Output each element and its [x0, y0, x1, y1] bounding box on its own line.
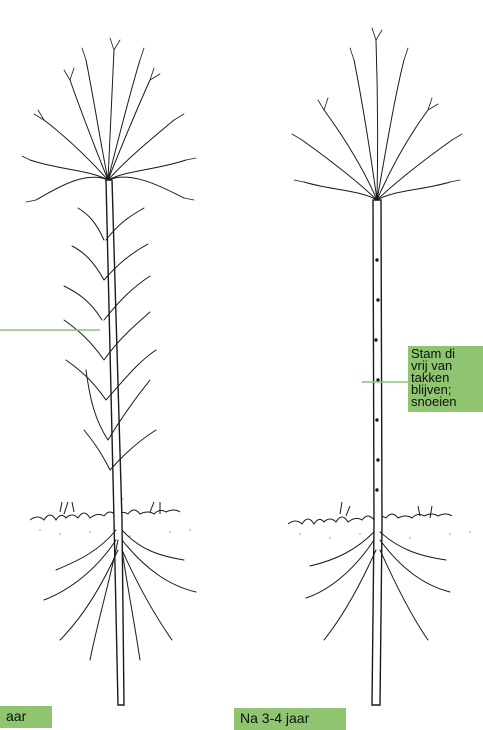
trunk-label-box: Stam di vrij van takken blijven; snoeien — [408, 346, 483, 412]
young-tree-trunk — [106, 180, 124, 705]
ground-right — [288, 502, 452, 524]
young-tree — [22, 38, 196, 705]
caption-right: Na 3-4 jaar — [234, 708, 346, 730]
older-tree-trunk — [372, 200, 382, 705]
trunk-label-line-5: snoeien — [411, 396, 480, 408]
ground-left — [30, 498, 180, 520]
caption-left: aar — [0, 706, 52, 728]
soil-dots — [39, 529, 470, 538]
